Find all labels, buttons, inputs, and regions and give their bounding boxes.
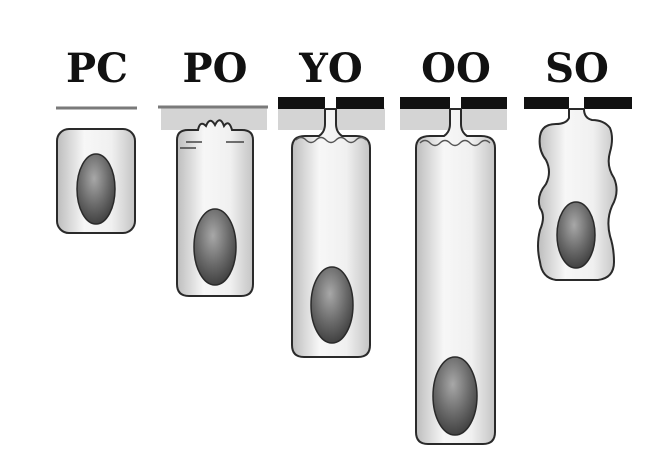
oo-apical-network [419, 139, 491, 147]
cell-po [158, 105, 268, 297]
oo-cell-body [415, 108, 496, 445]
po-surface-band [161, 108, 267, 130]
so-junction-bar-left [524, 97, 569, 109]
yo-junction-bar-right [336, 97, 384, 109]
stage-label-so: SO [545, 45, 609, 92]
pc-nucleus [76, 153, 116, 225]
stage-label-oo: OO [421, 45, 491, 92]
oo-nucleus [432, 356, 478, 436]
stage-label-po: PO [183, 45, 248, 92]
yo-nucleus [310, 266, 354, 344]
cell-oo [400, 97, 507, 445]
so-nucleus [556, 201, 596, 269]
stage-label-pc: PC [66, 45, 128, 92]
so-junction-bar-right [584, 97, 632, 109]
po-nucleus [193, 208, 237, 286]
yo-apical-network [295, 136, 367, 144]
yo-junction-bar-left [278, 97, 325, 109]
stage-label-yo: YO [298, 45, 362, 92]
oo-junction-bar-right [461, 97, 507, 109]
cell-so [524, 97, 632, 281]
cell-pc [56, 106, 137, 234]
cell-yo [278, 97, 385, 358]
oo-junction-bar-left [400, 97, 450, 109]
